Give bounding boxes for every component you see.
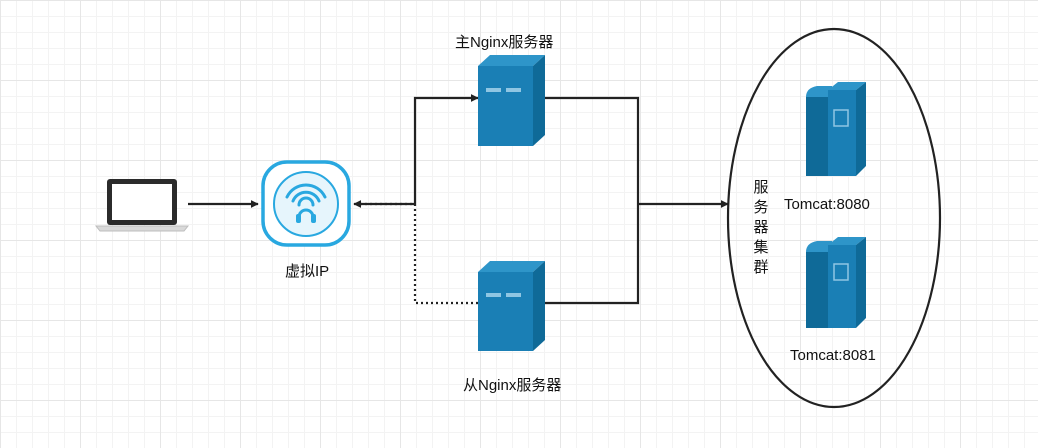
connectors xyxy=(188,94,729,305)
laptop-icon xyxy=(94,179,190,232)
backup-server-label: 从Nginx服务器 xyxy=(463,377,562,394)
backup-to-vip-dotted-link xyxy=(360,202,478,305)
tomcat-8081-server-icon xyxy=(806,237,866,328)
server-cluster-ellipse xyxy=(726,27,942,409)
tomcat-8081-label: Tomcat:8081 xyxy=(790,347,876,364)
master-server-icon xyxy=(478,55,545,146)
wifi-headset-icon xyxy=(261,160,351,247)
virtual-ip-label: 虚拟IP xyxy=(285,263,330,280)
cluster-label: 服务器集群 xyxy=(753,179,769,276)
tomcat-8080-label: Tomcat:8080 xyxy=(784,196,870,213)
backup-server-icon xyxy=(478,261,545,351)
master-to-cluster-link xyxy=(545,96,640,204)
tomcat-8080-server-icon xyxy=(806,82,866,176)
backup-to-cluster-link xyxy=(545,204,640,305)
master-to-vip-link xyxy=(413,94,479,204)
master-server-label: 主Nginx服务器 xyxy=(455,34,554,51)
